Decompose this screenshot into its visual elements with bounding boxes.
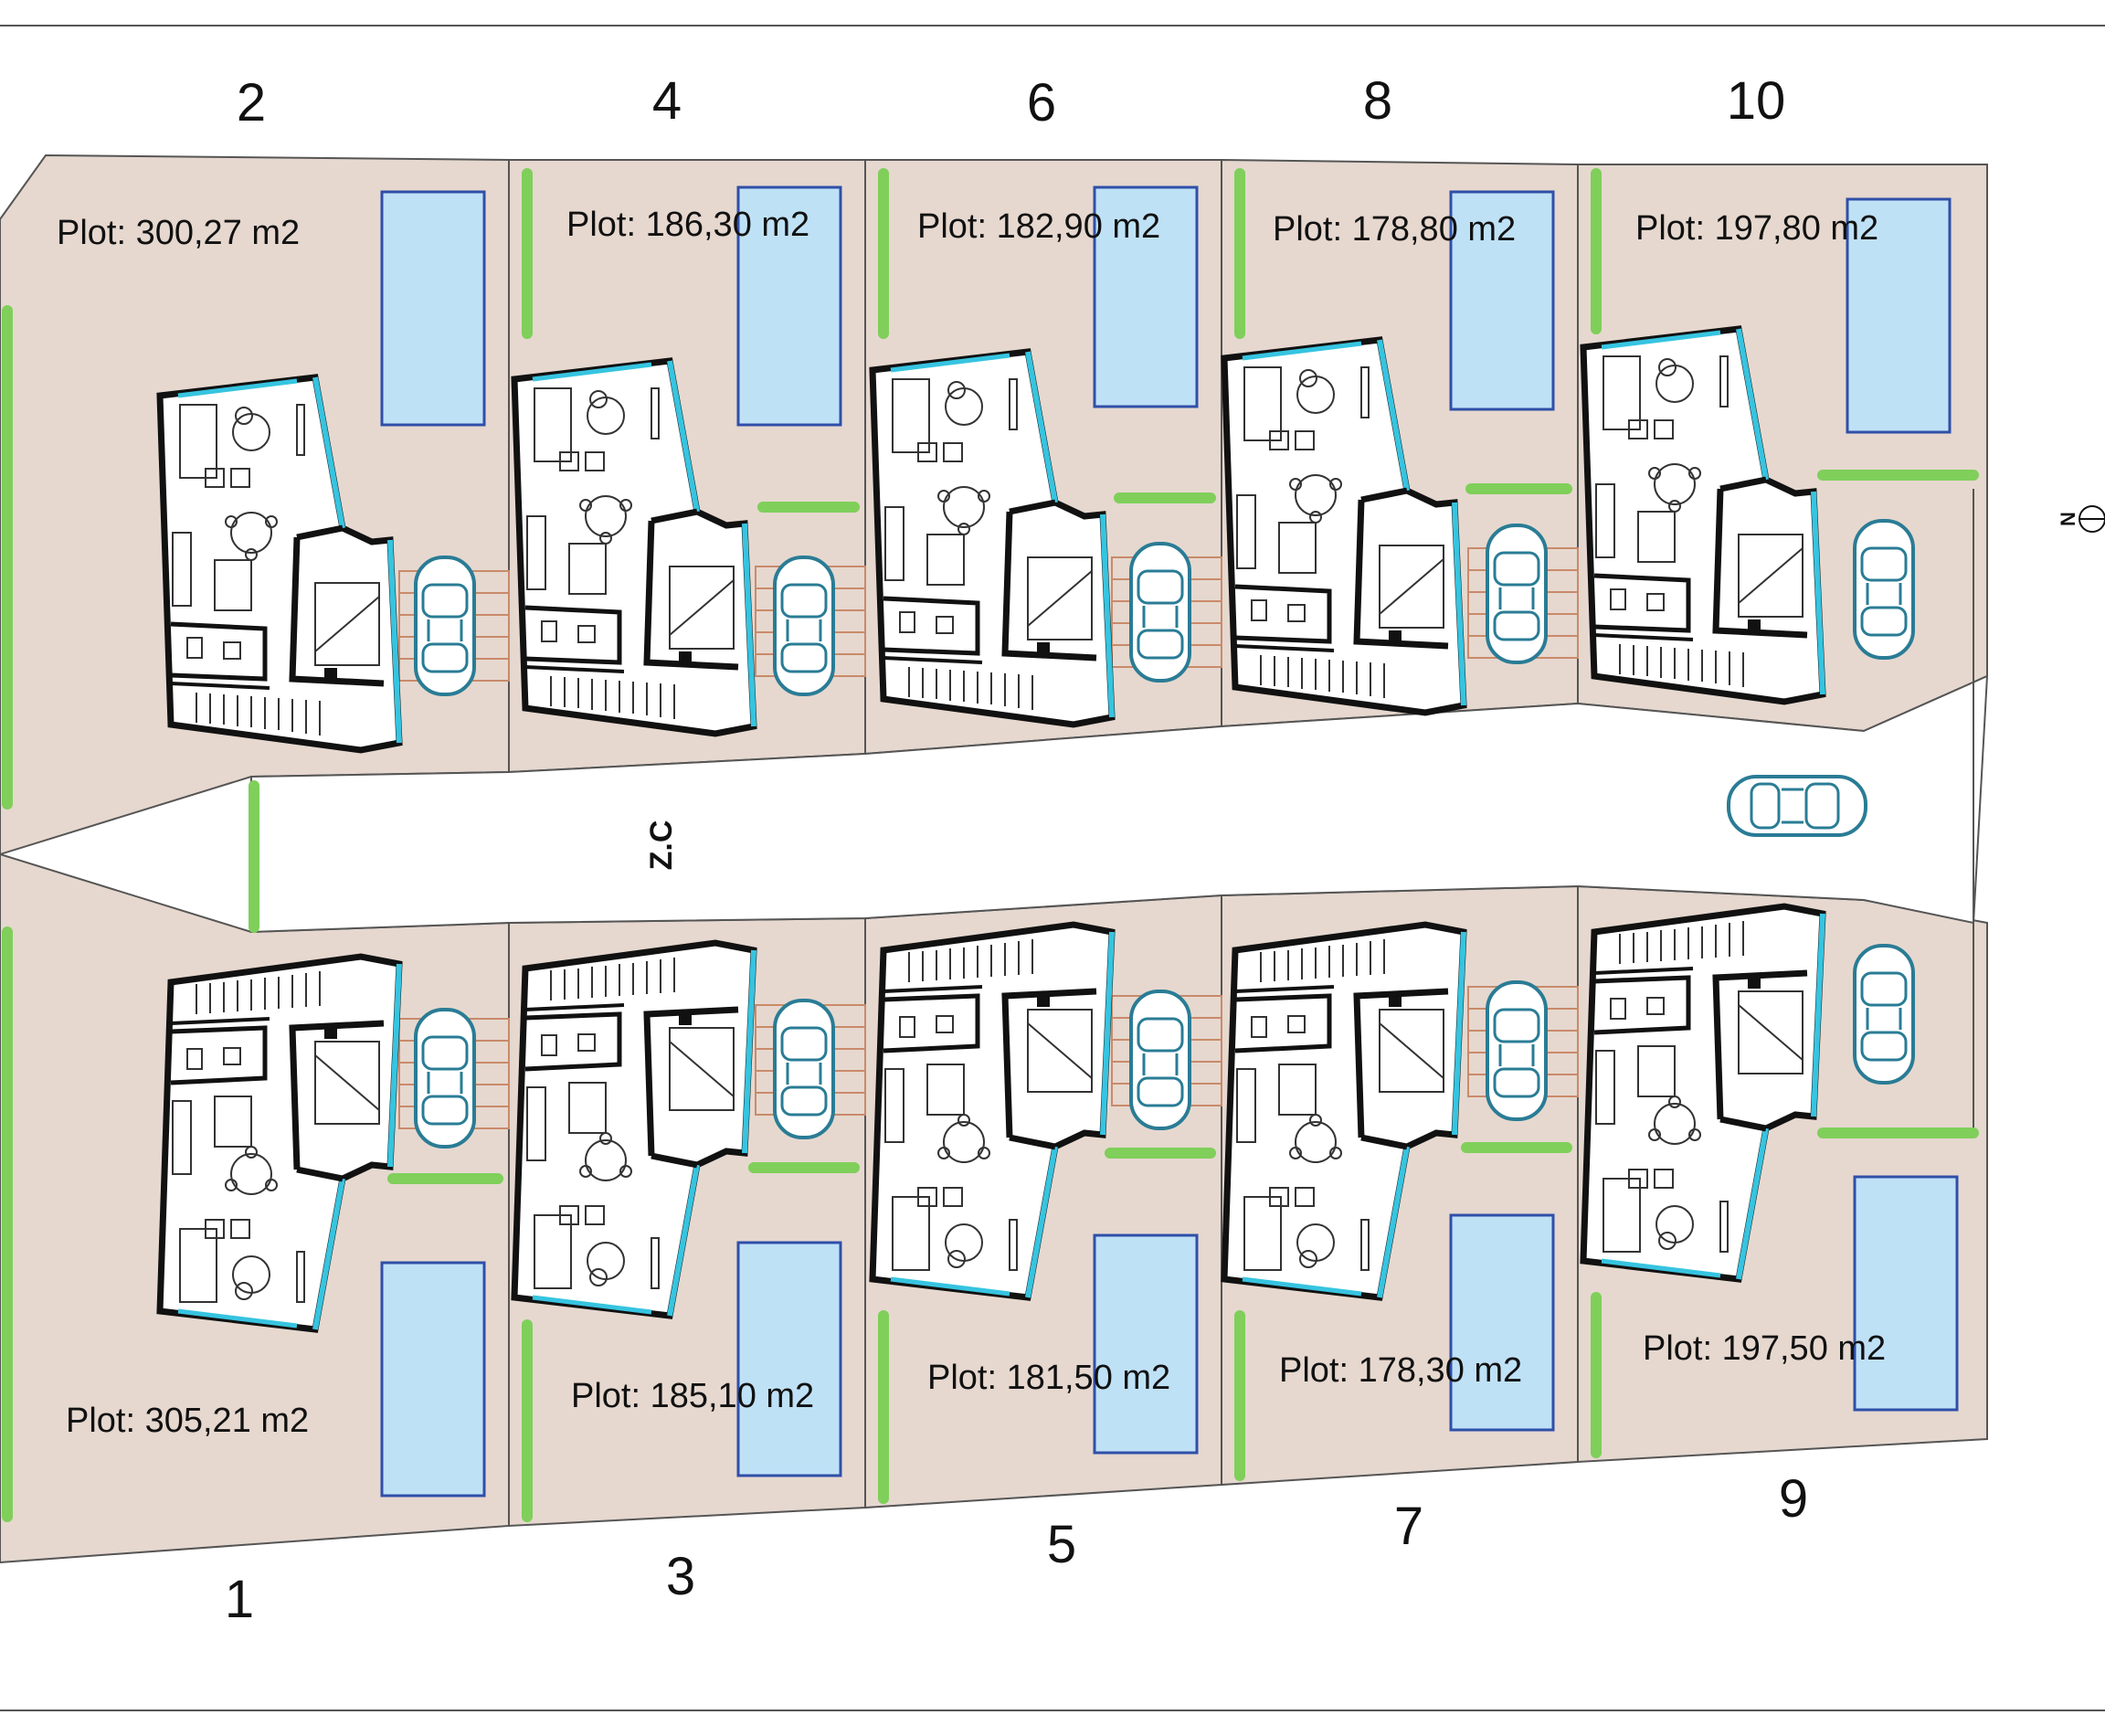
plot-3-area: Plot: 185,10 m2	[571, 1377, 814, 1415]
plot-8-number: 8	[1363, 71, 1392, 131]
pools	[380, 185, 1959, 1498]
pool-plot-9	[1853, 1175, 1959, 1412]
pool-plot-6	[1093, 185, 1199, 408]
plot-2-area: Plot: 300,27 m2	[57, 214, 300, 252]
plot-numbers: 2 4 6 8 10 1 3 5 7 9	[225, 71, 1808, 1629]
car-plot-2	[414, 556, 476, 696]
plot-area-labels: Plot: 300,27 m2 Plot: 186,30 m2 Plot: 18…	[57, 206, 1886, 1440]
car-plot-3	[773, 999, 835, 1139]
street-label: Z.C	[644, 820, 679, 871]
car-plot-5	[1129, 990, 1191, 1130]
plot-1-area: Plot: 305,21 m2	[66, 1402, 309, 1440]
plot-10-number: 10	[1727, 71, 1786, 131]
plot-3-number: 3	[666, 1547, 695, 1606]
hedges	[2, 168, 1979, 1522]
car-street	[1727, 775, 1867, 837]
pool-plot-1	[380, 1261, 486, 1498]
plot-5-area: Plot: 181,50 m2	[927, 1359, 1170, 1397]
car-plot-1	[414, 1008, 476, 1149]
plot-9-area: Plot: 197,50 m2	[1643, 1329, 1886, 1368]
car-plot-9	[1853, 944, 1915, 1085]
pool-plot-7	[1449, 1213, 1555, 1432]
north-label: N	[2057, 512, 2079, 526]
pool-plot-3	[736, 1241, 842, 1477]
car-plot-8	[1486, 524, 1548, 664]
plot-7-area: Plot: 178,30 m2	[1279, 1351, 1522, 1390]
plot-4-number: 4	[652, 71, 682, 131]
plot-6-area: Plot: 182,90 m2	[917, 207, 1160, 246]
plot-10-area: Plot: 197,80 m2	[1635, 209, 1878, 248]
plot-9-number: 9	[1779, 1469, 1808, 1529]
pool-plot-4	[736, 185, 842, 427]
plot-7-number: 7	[1394, 1497, 1423, 1556]
plot-4-area: Plot: 186,30 m2	[566, 206, 809, 244]
plot-5-number: 5	[1047, 1515, 1076, 1574]
car-plot-6	[1129, 542, 1191, 683]
pool-plot-10	[1846, 197, 1952, 434]
car-plot-4	[773, 556, 835, 696]
car-plot-7	[1486, 980, 1548, 1121]
car-plot-10	[1853, 519, 1915, 660]
plot-8-area: Plot: 178,80 m2	[1273, 210, 1516, 249]
pool-plot-5	[1093, 1233, 1199, 1455]
plot-2-number: 2	[237, 73, 266, 132]
plot-1-number: 1	[225, 1570, 254, 1629]
plot-6-number: 6	[1027, 73, 1056, 132]
north-arrow-icon: N	[2057, 505, 2105, 533]
pool-plot-2	[380, 190, 486, 427]
pool-plot-8	[1449, 190, 1555, 411]
